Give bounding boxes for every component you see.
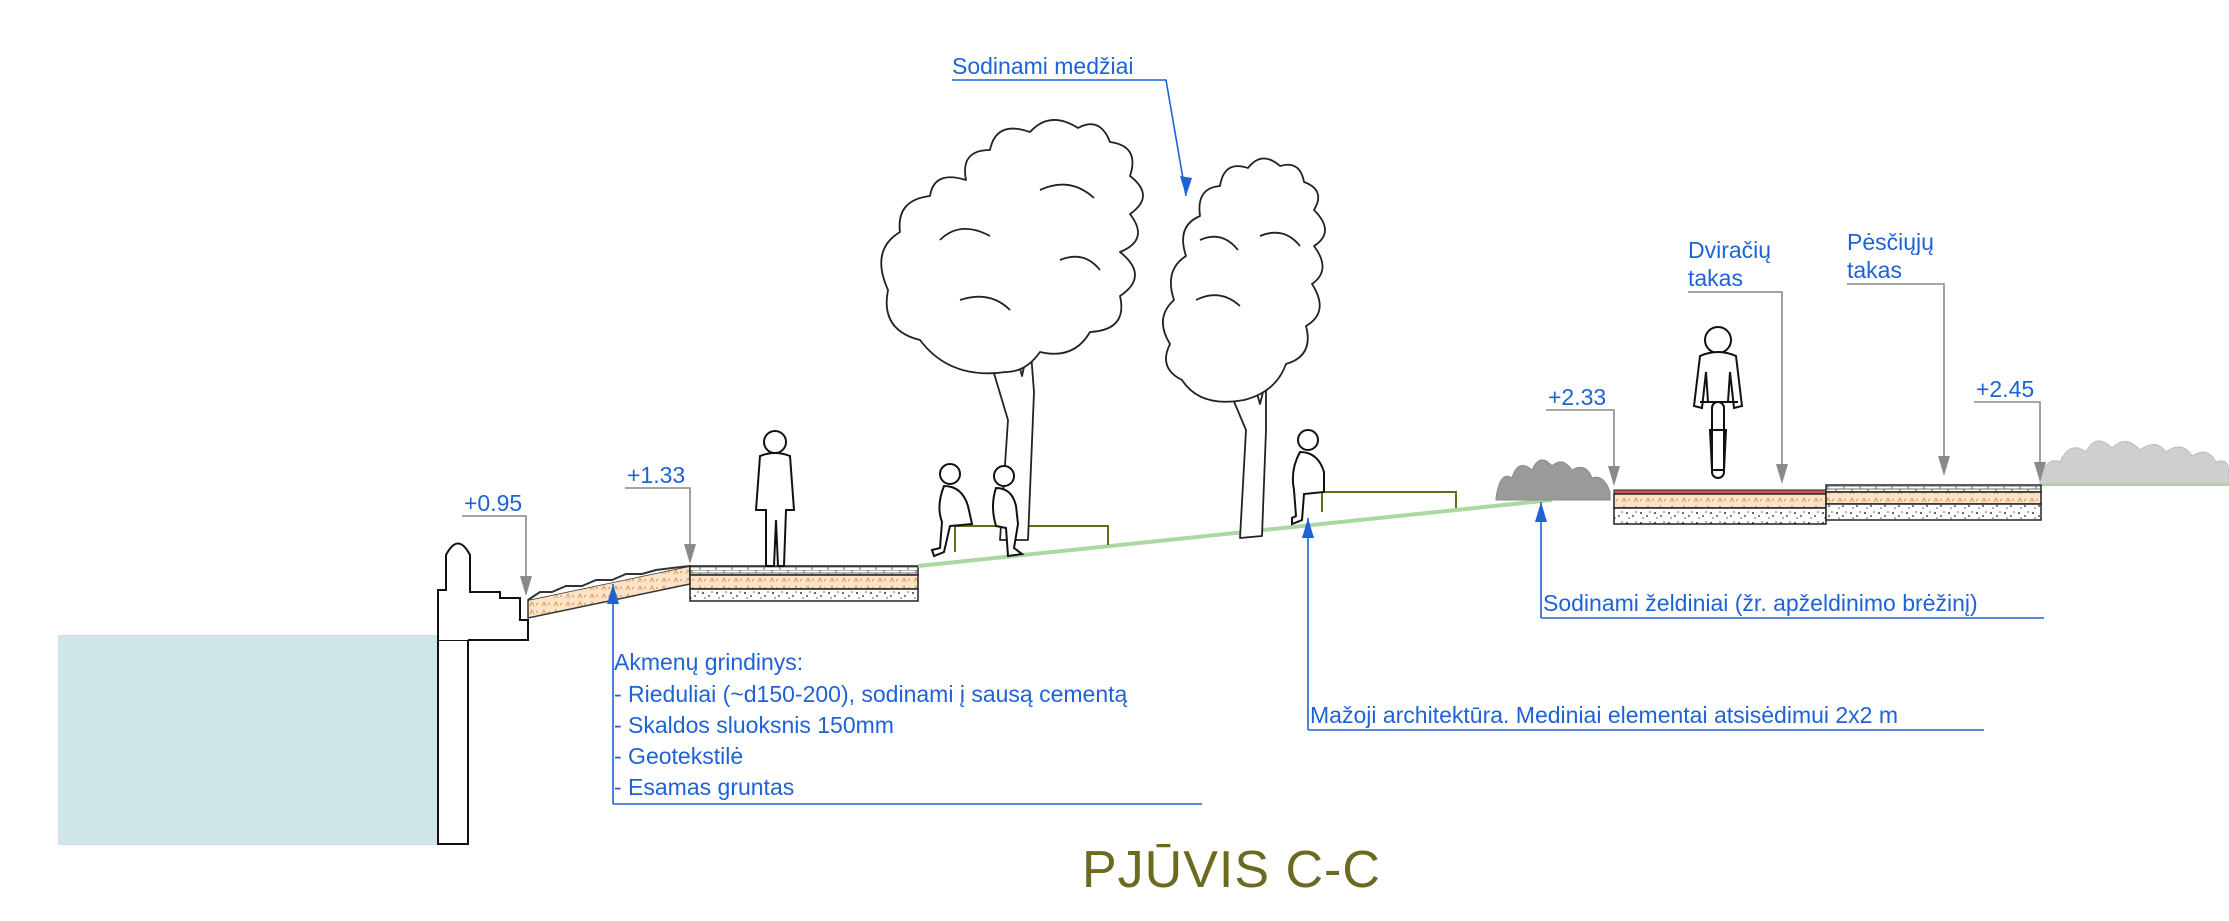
ped-path-brick bbox=[1825, 484, 2042, 493]
label-ped-2: takas bbox=[1847, 257, 1902, 283]
ped-path-gravel bbox=[1825, 503, 2042, 521]
level-marker-133 bbox=[625, 487, 691, 560]
level-marker-245 bbox=[1974, 401, 2041, 478]
bench-right bbox=[1321, 491, 1457, 512]
level-245: +2.45 bbox=[1976, 376, 2034, 402]
quay-wall bbox=[437, 639, 469, 845]
standing-person-icon bbox=[754, 430, 796, 567]
paving-line: - Rieduliai (~d150-200), sodinami į saus… bbox=[614, 681, 1128, 707]
level-arrow-245 bbox=[2034, 462, 2046, 482]
label-bike-1: Dviračių bbox=[1688, 237, 1771, 263]
label-small-arch: Mažoji architektūra. Mediniai elementai … bbox=[1310, 702, 1898, 728]
page-title: PJŪVIS C-C bbox=[1082, 841, 1381, 899]
bench-left bbox=[954, 525, 1109, 552]
sitting-person-icon bbox=[992, 465, 1025, 558]
sitting-person-icon bbox=[1291, 429, 1325, 526]
level-233: +2.33 bbox=[1548, 384, 1606, 410]
level-arrow-133 bbox=[684, 544, 696, 564]
label-greenery: Sodinami želdiniai (žr. apželdinimo brėž… bbox=[1543, 590, 1978, 616]
ped-path-sand bbox=[1825, 491, 2042, 505]
level-marker-233 bbox=[1546, 409, 1615, 482]
level-marker-095 bbox=[462, 515, 527, 592]
leader-arrow-small-arch bbox=[1302, 518, 1314, 538]
paving-line: - Esamas gruntas bbox=[614, 774, 794, 800]
cyclist-icon bbox=[1692, 326, 1744, 479]
level-095: +0.95 bbox=[464, 490, 522, 516]
paving-line: - Skaldos sluoksnis 150mm bbox=[614, 712, 894, 738]
leader-arrow-trees bbox=[1180, 176, 1192, 196]
level-arrow-233 bbox=[1608, 466, 1620, 486]
paving-heading: Akmenų grindinys: bbox=[614, 649, 803, 675]
lawn-slope bbox=[917, 498, 1553, 568]
platform-brick bbox=[689, 565, 919, 576]
platform-sand bbox=[689, 574, 919, 590]
label-trees: Sodinami medžiai bbox=[952, 53, 1134, 79]
leader-arrow-ped bbox=[1938, 456, 1950, 476]
stone-slope-boulders bbox=[527, 565, 691, 601]
paving-line: - Geotekstilė bbox=[614, 743, 743, 769]
leader-ped bbox=[1847, 283, 1945, 472]
shrub-icon bbox=[1495, 459, 1611, 501]
sitting-person-icon bbox=[930, 463, 974, 558]
bike-path-gravel bbox=[1613, 507, 1827, 525]
platform-gravel bbox=[689, 588, 919, 602]
label-bike-2: takas bbox=[1688, 265, 1743, 291]
level-arrow-095 bbox=[520, 576, 532, 596]
bike-path-sand bbox=[1613, 493, 1827, 509]
label-ped-1: Pėsčiųjų bbox=[1847, 229, 1934, 255]
leader-small-arch bbox=[1307, 518, 1984, 731]
tree-icon bbox=[1162, 157, 1326, 539]
leader-arrow-bike bbox=[1776, 464, 1788, 484]
leader-paving bbox=[612, 584, 1202, 805]
quay-cap bbox=[437, 542, 529, 641]
leader-bike bbox=[1688, 291, 1783, 480]
shrub-icon bbox=[2039, 440, 2229, 485]
level-133: +1.33 bbox=[627, 462, 685, 488]
water-area bbox=[58, 635, 438, 845]
leader-arrow-greenery bbox=[1535, 502, 1547, 522]
tree-icon bbox=[880, 119, 1144, 541]
leader-arrow-paving bbox=[607, 584, 619, 604]
leader-trees bbox=[952, 79, 1187, 197]
